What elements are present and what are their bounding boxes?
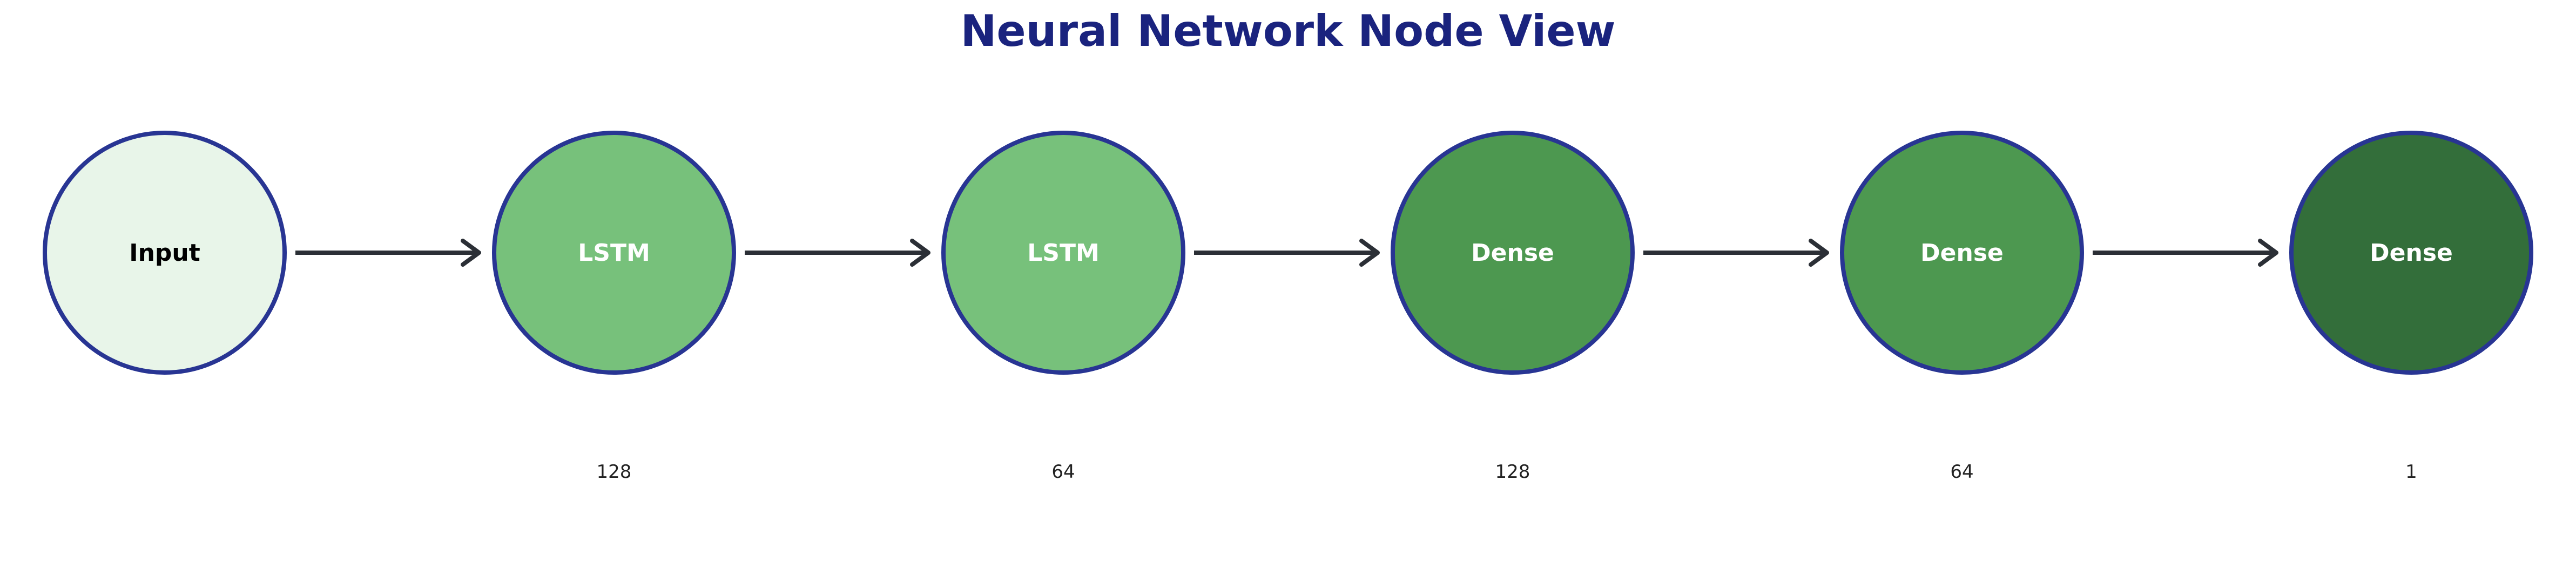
node-circle <box>941 131 1185 375</box>
nodes-layer: Input LSTM LSTM Dense Dense Dense <box>43 131 2533 375</box>
node-input-1: Input <box>43 131 287 375</box>
node-label: Dense <box>1471 239 1554 267</box>
node-dense-5: Dense <box>1840 131 2084 375</box>
arrow-head-icon <box>910 239 930 267</box>
node-label: Dense <box>2370 239 2453 267</box>
node-lstm-3: LSTM <box>941 131 1185 375</box>
connection-arrow-2 <box>745 239 930 267</box>
node-label: Input <box>129 239 200 267</box>
arrow-head-icon <box>1809 239 1829 267</box>
connection-arrow-5 <box>2093 239 2278 267</box>
arrow-head-icon <box>1359 239 1380 267</box>
node-lstm-2: LSTM <box>492 131 736 375</box>
arrow-head-icon <box>461 239 481 267</box>
node-label: LSTM <box>1027 239 1100 267</box>
node-circle <box>1391 131 1635 375</box>
connection-arrow-3 <box>1194 239 1380 267</box>
node-circle <box>2289 131 2533 375</box>
node-label: LSTM <box>578 239 650 267</box>
connection-arrow-4 <box>1643 239 1829 267</box>
node-units-label: 128 <box>1495 461 1530 483</box>
page-title: Neural Network Node View <box>960 6 1615 56</box>
arrow-head-icon <box>2258 239 2278 267</box>
node-circle <box>492 131 736 375</box>
node-units-label: 64 <box>1950 461 1973 483</box>
node-output-6: Dense <box>2289 131 2533 375</box>
node-units-label: 1 <box>2405 461 2417 483</box>
node-label: Dense <box>1920 239 2004 267</box>
edges-layer <box>295 239 2278 267</box>
node-units-label: 64 <box>1051 461 1075 483</box>
units-labels-layer: 128 64 128 64 1 <box>597 461 2417 483</box>
node-units-label: 128 <box>597 461 632 483</box>
node-circle <box>1840 131 2084 375</box>
node-circle <box>43 131 287 375</box>
connection-arrow-1 <box>295 239 481 267</box>
node-dense-4: Dense <box>1391 131 1635 375</box>
